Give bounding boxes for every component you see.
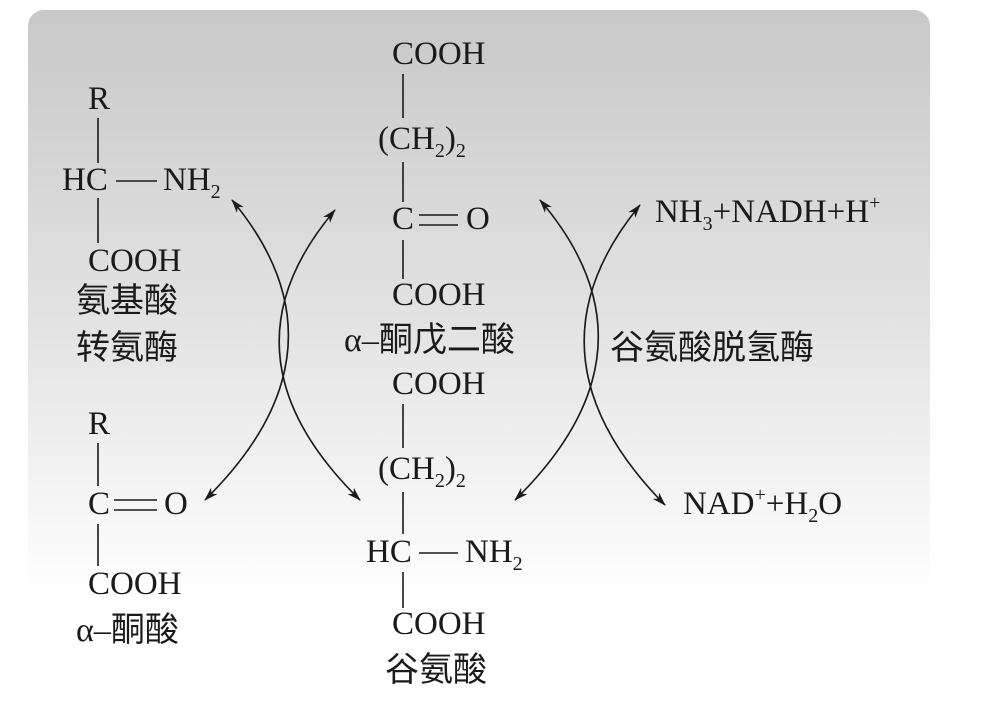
- ketoglutarate-oxygen: O: [466, 201, 490, 237]
- ammonia-subscript: 3: [702, 213, 713, 235]
- ketoglutarate-carboxyl-top: COOH: [392, 36, 486, 72]
- amino-acid-carboxyl: COOH: [88, 243, 182, 279]
- ketoglutarate-carbonyl-carbon: C: [392, 201, 415, 237]
- glutamate-amino-subscript: 2: [512, 553, 523, 575]
- keto-acid-carboxyl: COOH: [88, 566, 182, 602]
- glutamate-dehydrogenase-label: 谷氨酸脱氢酶: [610, 330, 814, 367]
- arrow-ketoglutarate-glutamate-gdh: [514, 199, 600, 501]
- ketoglutarate-ch-open: (CH: [378, 121, 435, 157]
- glutamate-ch-subscript: 2: [434, 470, 445, 492]
- ketoglutarate-ch-count: 2: [455, 140, 466, 162]
- keto-acid-carbon: C: [88, 486, 111, 522]
- nad-superscript: +: [754, 484, 766, 506]
- reactants-nad-h2o: NAD++H2O: [683, 484, 843, 527]
- amino-acid-amino-group: NH2: [163, 162, 221, 204]
- proton-superscript: +: [869, 192, 881, 214]
- ketoglutarate-methylene-group: (CH2)2: [378, 121, 466, 163]
- glutamate-carboxyl-top: COOH: [392, 366, 486, 402]
- amino-acid-r-group: R: [88, 81, 111, 117]
- nad-symbol: NAD: [683, 486, 755, 522]
- ketoglutarate-label: α–酮戊二酸: [344, 322, 515, 359]
- glutamate-carboxyl-bottom: COOH: [392, 606, 486, 642]
- water-subscript: 2: [808, 505, 819, 527]
- nadh-h-text: +NADH+H: [712, 194, 870, 230]
- amino-acid-alpha-carbon: HC: [62, 162, 108, 198]
- glutamate-ch-count: 2: [455, 470, 466, 492]
- glutamate-label: 谷氨酸: [385, 652, 487, 689]
- products-nh3-nadh-h: NH3+NADH+H+: [655, 192, 880, 235]
- transaminase-label: 转氨酶: [76, 330, 178, 367]
- amino-group-symbol: NH: [163, 162, 211, 198]
- glutamate-alpha-carbon: HC: [366, 534, 412, 570]
- glutamate-ch-open: (CH: [378, 451, 435, 487]
- glutamate-amino-group: NH2: [465, 534, 523, 576]
- glutamate-ch-close: ): [444, 451, 456, 487]
- arrow-amino-acid-keto-acid: [204, 199, 290, 501]
- ketoglutarate-ch-subscript: 2: [434, 140, 445, 162]
- ketoglutarate-ch-close: ): [444, 121, 456, 157]
- ammonia-symbol: NH: [655, 194, 703, 230]
- keto-acid-label: α–酮酸: [76, 612, 179, 649]
- keto-acid-r-group: R: [88, 406, 111, 442]
- keto-acid-oxygen: O: [164, 486, 188, 522]
- arrow-nadh-nad: [583, 204, 666, 506]
- arrow-ketoglutarate-glutamate: [278, 209, 361, 501]
- water-o-text: O: [818, 486, 843, 522]
- amino-group-subscript: 2: [210, 181, 221, 203]
- glutamate-amino-symbol: NH: [465, 534, 513, 570]
- water-h-text: +H: [765, 486, 809, 522]
- ketoglutarate-carboxyl-bottom: COOH: [392, 277, 486, 313]
- glutamate-methylene-group: (CH2)2: [378, 451, 466, 493]
- background-panel: [28, 10, 930, 728]
- amino-acid-label: 氨基酸: [76, 283, 178, 320]
